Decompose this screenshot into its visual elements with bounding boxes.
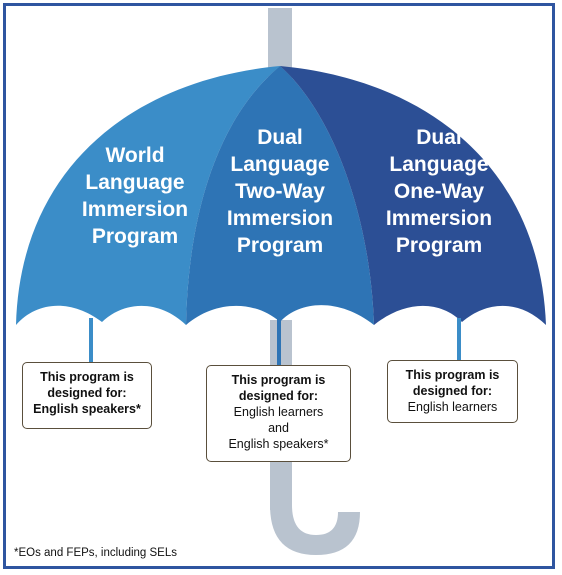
connector-right — [457, 318, 461, 362]
connector-middle — [277, 318, 281, 366]
footnote: *EOs and FEPs, including SELs — [14, 547, 177, 559]
audience-box-world-language: This program is designed for: English sp… — [22, 362, 152, 429]
diagram-frame — [3, 3, 555, 569]
panel-title-world-language: World Language Immersion Program — [81, 144, 189, 248]
audience-box-two-way: This program is designed for: English le… — [206, 365, 351, 462]
canopy-panel-right — [280, 66, 546, 325]
panel-title-one-way: Dual Language One-Way Immersion Program — [385, 126, 493, 257]
umbrella-hook — [270, 505, 360, 555]
canopy-panel-middle — [186, 66, 374, 325]
canopy-panel-left — [16, 66, 280, 325]
panel-title-two-way: Dual Language Two-Way Immersion Program — [226, 126, 334, 257]
connector-left — [89, 318, 93, 364]
audience-box-one-way: This program is designed for: English le… — [387, 360, 518, 423]
